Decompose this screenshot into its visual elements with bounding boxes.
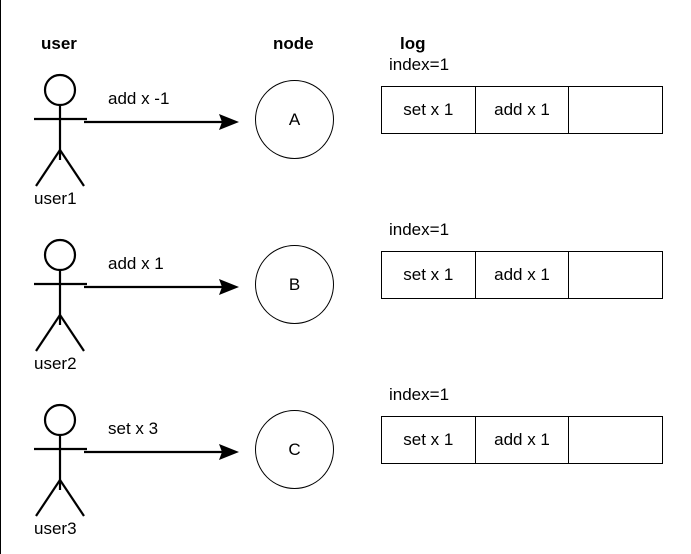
log-cell: add x 1 — [476, 252, 570, 298]
log-cell: set x 1 — [382, 417, 476, 463]
actor-stick-figure-icon — [32, 402, 106, 520]
log-cell — [569, 417, 662, 463]
left-border-line — [0, 0, 1, 554]
arrow-label: add x -1 — [108, 89, 170, 108]
message-arrow-icon — [84, 440, 240, 464]
actor-stick-figure-icon — [32, 237, 106, 355]
message-arrow-icon — [84, 275, 240, 299]
actor-label: user1 — [34, 189, 77, 208]
diagram-row: user1 add x -1 A index=1 set x 1 add x 1 — [0, 56, 691, 232]
node-circle: A — [255, 80, 334, 159]
log-index-label: index=1 — [389, 55, 450, 74]
diagram-row: user3 set x 3 C index=1 set x 1 add x 1 — [0, 386, 691, 554]
log-cell — [569, 252, 662, 298]
log-table: set x 1 add x 1 — [381, 86, 663, 134]
arrow-label: add x 1 — [108, 254, 164, 273]
column-header-user: user — [41, 34, 77, 53]
log-table: set x 1 add x 1 — [381, 251, 663, 299]
log-cell: set x 1 — [382, 252, 476, 298]
node-circle: C — [255, 410, 334, 489]
actor-stick-figure-icon — [32, 72, 106, 190]
log-cell: add x 1 — [476, 417, 570, 463]
node-circle: B — [255, 245, 334, 324]
log-cell: add x 1 — [476, 87, 570, 133]
log-index-label: index=1 — [389, 385, 450, 404]
log-cell — [569, 87, 662, 133]
actor-label: user2 — [34, 354, 77, 373]
column-header-node: node — [273, 34, 314, 53]
log-table: set x 1 add x 1 — [381, 416, 663, 464]
arrow-label: set x 3 — [108, 419, 159, 438]
actor-label: user3 — [34, 519, 77, 538]
log-index-label: index=1 — [389, 220, 450, 239]
column-header-log: log — [400, 34, 426, 53]
log-cell: set x 1 — [382, 87, 476, 133]
message-arrow-icon — [84, 110, 240, 134]
diagram-row: user2 add x 1 B index=1 set x 1 add x 1 — [0, 221, 691, 397]
